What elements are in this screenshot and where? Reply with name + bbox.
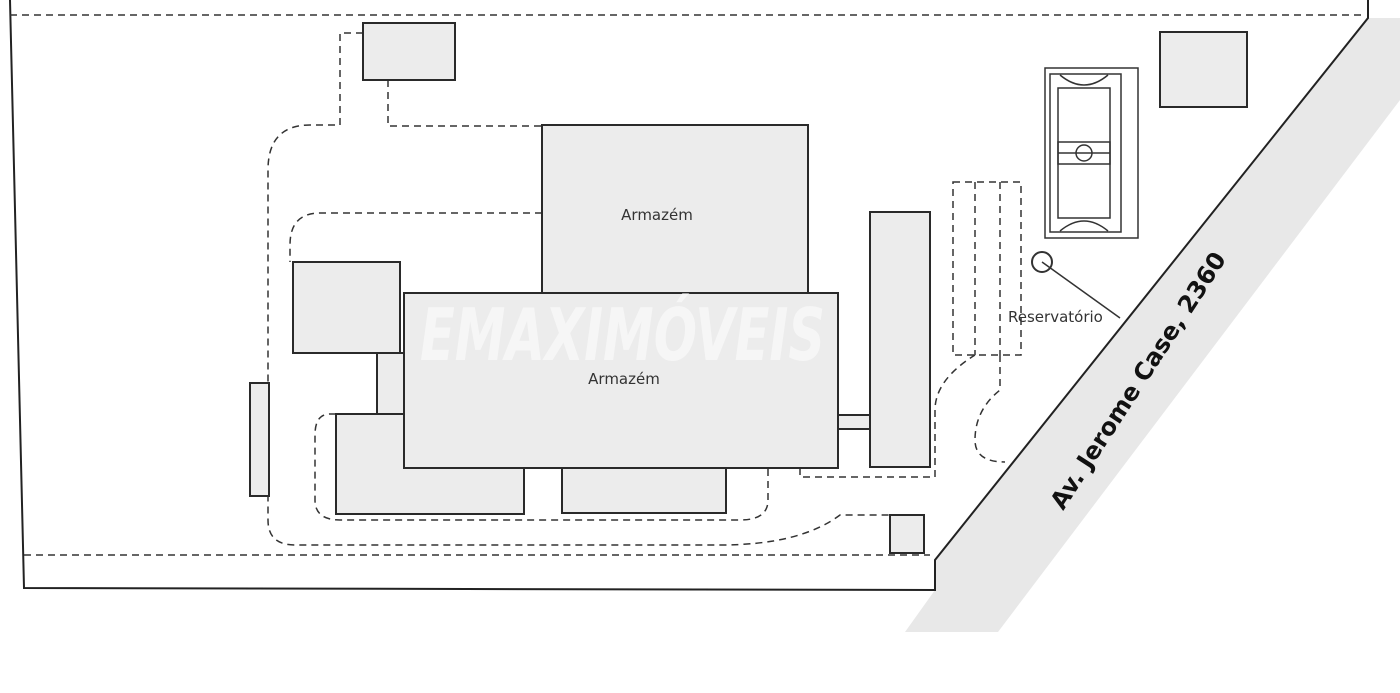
- reservoir-label: Reservatório: [1008, 308, 1103, 326]
- sports-court: [1044, 67, 1139, 239]
- street-label: Av. Jerome Case, 2360: [1045, 247, 1232, 514]
- reservoir-icon: [1031, 251, 1053, 273]
- building-west: [292, 261, 401, 354]
- building-south: [561, 465, 727, 514]
- connector-west: [376, 352, 405, 415]
- building-northeast: [1159, 31, 1248, 108]
- building-east: [869, 211, 931, 468]
- building-gate: [889, 514, 925, 554]
- path-outer: [267, 32, 890, 546]
- warehouse-lower: [403, 292, 839, 469]
- path-lower: [314, 413, 769, 521]
- watermark: EMAXIMÓVEIS: [420, 293, 825, 377]
- lot-boundary: [9, 0, 1369, 592]
- path-reservoir: [974, 355, 1006, 463]
- building-north: [362, 22, 456, 81]
- path-inner: [289, 212, 542, 262]
- warehouse-lower-label: Armazém: [588, 370, 660, 388]
- warehouse-upper: [541, 124, 809, 296]
- connector-east: [837, 414, 871, 430]
- path-east: [799, 354, 976, 478]
- building-strip-west: [249, 382, 270, 497]
- path-top: [387, 80, 542, 127]
- reservoir-leader: [1041, 261, 1121, 319]
- warehouse-upper-label: Armazém: [621, 206, 693, 224]
- parking-area: [952, 181, 1022, 356]
- street-band: [905, 18, 1400, 632]
